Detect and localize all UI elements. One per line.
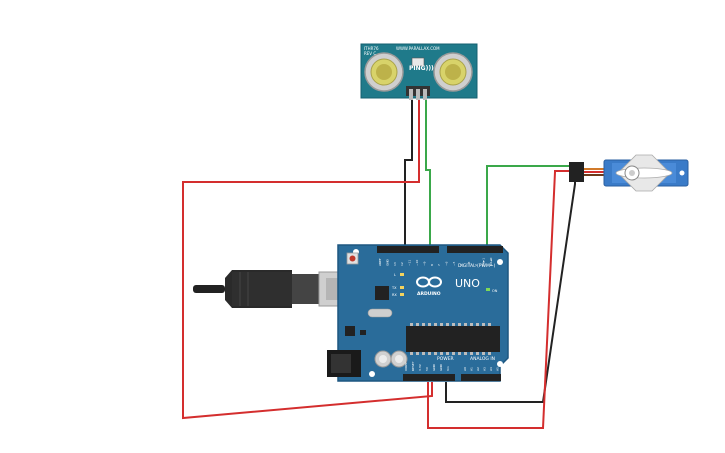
pin-label-digital_pins-5: ~10 [415,260,419,266]
pin-label-power_pins-1: RESET [411,361,415,371]
board-model: UNO [455,277,480,290]
crystal [367,308,393,318]
pin-label-analog_pins-0: A0 [463,367,467,371]
pin-label-digital_pins-13: 2 [474,264,478,266]
pin-label-digital_pins-3: 12 [400,262,404,266]
svg-text:ARDUINO: ARDUINO [417,291,441,297]
pin-label-digital_pins-7: 8 [430,264,434,266]
pin-label-digital_pins-10: ~5 [452,261,456,266]
pin-label-digital_pins-1: GND [385,258,389,266]
pin-label-digital_pins-2: 13 [393,262,397,266]
digital-label: DIGITAL (PWM~) [458,263,496,269]
pin-label-digital_pins-9: ~6 [445,261,449,266]
analog-label: ANALOG IN [470,356,495,362]
wire-sensor-5v[interactable] [182,100,433,420]
pin-label-digital_pins-12: ~3 [467,261,471,266]
pin-label-power_pins-0: IOREF [404,362,408,371]
pin-label-power_pins-2: 3.3V [418,363,422,371]
pin-label-analog_pins-5: A5 [496,367,500,371]
servo-motor[interactable] [569,154,689,192]
digital-header[interactable] [377,246,503,253]
pin-label-power_pins-6: Vin [446,366,450,371]
pin-label-digital_pins-11: 4 [459,264,463,266]
usb-chip [375,286,389,300]
pin-label-analog_pins-3: A3 [483,367,487,371]
pin-label-power_pins-3: 5V [425,366,429,371]
pin-label-digital_pins-15: RX◄0 [489,258,493,266]
pin-label-analog_pins-2: A2 [476,367,480,371]
power-label: POWER [437,356,454,362]
pin-label-digital_pins-8: 7 [437,264,441,266]
wire-sensor-gnd[interactable] [404,100,413,252]
analog-header[interactable] [461,374,501,381]
pin-label-analog_pins-4: A4 [489,367,493,371]
led-label-tx: TX [391,286,397,290]
power-header[interactable] [403,374,455,381]
arduino-logo: ARDUINO [416,276,442,297]
led-label-l: L [394,273,396,277]
servo-connector [569,162,584,182]
usb-cable[interactable] [193,270,364,308]
pin-label-digital_pins-6: ~9 [422,261,426,266]
sensor-website: WWW.PARALLAX.COM [396,46,440,51]
pin-label-digital_pins-14: TX►1 [482,258,486,267]
pin-label-power_pins-4: GND [432,363,436,371]
sensor-brand: PING))) [409,65,434,72]
wire-servo-5v[interactable] [427,170,575,429]
wire-servo-signal[interactable] [486,165,573,252]
ultrasonic-sensor[interactable]: ITHR76 REV C WWW.PARALLAX.COM PING))) [360,43,478,100]
pin-label-digital_pins-4: ~11 [408,260,412,266]
pin-label-analog_pins-1: A1 [470,367,474,371]
pin-label-digital_pins-0: AREF [378,258,382,266]
pin-label-power_pins-5: GND [439,363,443,371]
on-label: ON [492,289,498,293]
led-label-rx: RX [392,293,397,297]
atmega-chip [406,323,500,355]
sensor-model-line2: REV C [364,51,376,56]
wire-sensor-signal[interactable] [425,100,431,252]
sensor-model-line1: ITHR76 [364,46,379,51]
